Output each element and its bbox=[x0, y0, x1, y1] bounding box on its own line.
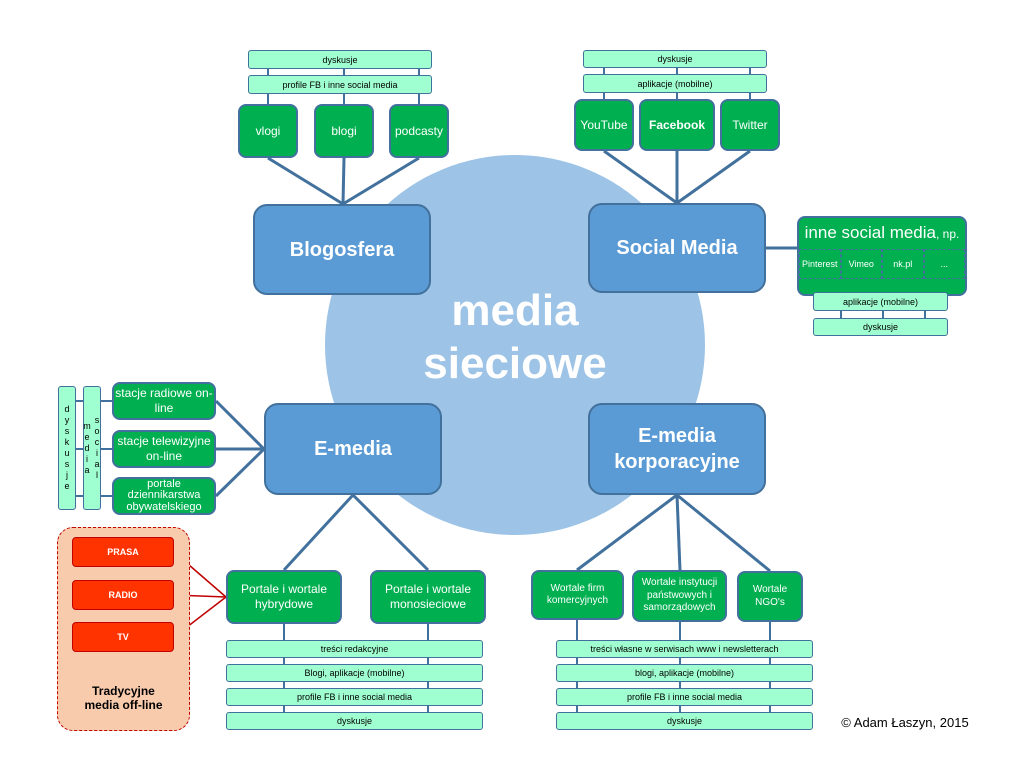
other-bar-dyskusje: dyskusje bbox=[813, 318, 948, 336]
emedia-item-tv: stacje telewizyjne on-line bbox=[112, 430, 216, 468]
corporate-bar-profile: profile FB i inne social media bbox=[556, 688, 813, 706]
corporate-bar-dyskusje: dyskusje bbox=[556, 712, 813, 730]
emedia-bar-tresci: treści redakcyjne bbox=[226, 640, 483, 658]
emedia-side-dyskusje: dyskusje bbox=[58, 386, 76, 510]
traditional-tv: TV bbox=[72, 622, 174, 652]
corporate-item-firms: Wortale firm komercyjnych bbox=[531, 570, 624, 620]
copyright: © Adam Łaszyn, 2015 bbox=[841, 714, 969, 730]
corporate-node: E-media korporacyjne bbox=[588, 403, 766, 495]
other-social-title: inne social media bbox=[804, 223, 936, 242]
traditional-radio: RADIO bbox=[72, 580, 174, 610]
social-item-youtube: YouTube bbox=[574, 99, 634, 151]
corporate-bar-blogi: blogi, aplikacje (mobilne) bbox=[556, 664, 813, 682]
social-bar-dyskusje: dyskusje bbox=[583, 50, 767, 68]
emedia-bar-blogi: Blogi, aplikacje (mobilne) bbox=[226, 664, 483, 682]
emedia-item-portale: portale dziennikarstwa obywatelskiego bbox=[112, 477, 216, 515]
other-bar-aplikacje: aplikacje (mobilne) bbox=[813, 292, 948, 311]
other-item-nk: nk.pl bbox=[882, 249, 924, 280]
blogosfera-node: Blogosfera bbox=[253, 204, 431, 295]
other-social-suffix: , np. bbox=[936, 227, 960, 241]
corporate-item-institutions: Wortale instytucji państwowych i samorzą… bbox=[632, 570, 727, 622]
center-line1: media bbox=[451, 286, 579, 335]
blog-item-vlogi: vlogi bbox=[238, 104, 298, 158]
other-item-vimeo: Vimeo bbox=[840, 249, 882, 280]
blog-bar-profile: profile FB i inne social media bbox=[248, 75, 432, 94]
blog-item-blogi: blogi bbox=[314, 104, 374, 158]
social-item-facebook: Facebook bbox=[639, 99, 715, 151]
emedia-bar-profile: profile FB i inne social media bbox=[226, 688, 483, 706]
center-line2: sieciowe bbox=[423, 338, 607, 388]
other-social-node: inne social media, np. Pinterest Vimeo n… bbox=[797, 216, 967, 296]
blog-item-podcasty: podcasty bbox=[389, 104, 449, 158]
other-item-pinterest: Pinterest bbox=[799, 249, 841, 280]
corporate-item-ngo: Wortale NGO's bbox=[737, 571, 803, 622]
corporate-bar-tresci: treści własne w serwisach www i newslett… bbox=[556, 640, 813, 658]
emedia-item-radio: stacje radiowe on-line bbox=[112, 382, 216, 420]
other-item-more: ... bbox=[923, 249, 965, 280]
traditional-title: Tradycyjne media off-line bbox=[84, 684, 163, 712]
social-bar-aplikacje: aplikacje (mobilne) bbox=[583, 74, 767, 93]
blog-bar-dyskusje: dyskusje bbox=[248, 50, 432, 69]
social-item-twitter: Twitter bbox=[720, 99, 780, 151]
emedia-bar-dyskusje: dyskusje bbox=[226, 712, 483, 730]
portal-hybrid: Portale i wortale hybrydowe bbox=[226, 570, 342, 624]
portal-mono: Portale i wortale monosieciowe bbox=[370, 570, 486, 624]
social-media-node: Social Media bbox=[588, 203, 766, 293]
traditional-prasa: PRASA bbox=[72, 537, 174, 567]
emedia-side-social: social media bbox=[82, 386, 102, 510]
emedia-node: E-media bbox=[264, 403, 442, 495]
